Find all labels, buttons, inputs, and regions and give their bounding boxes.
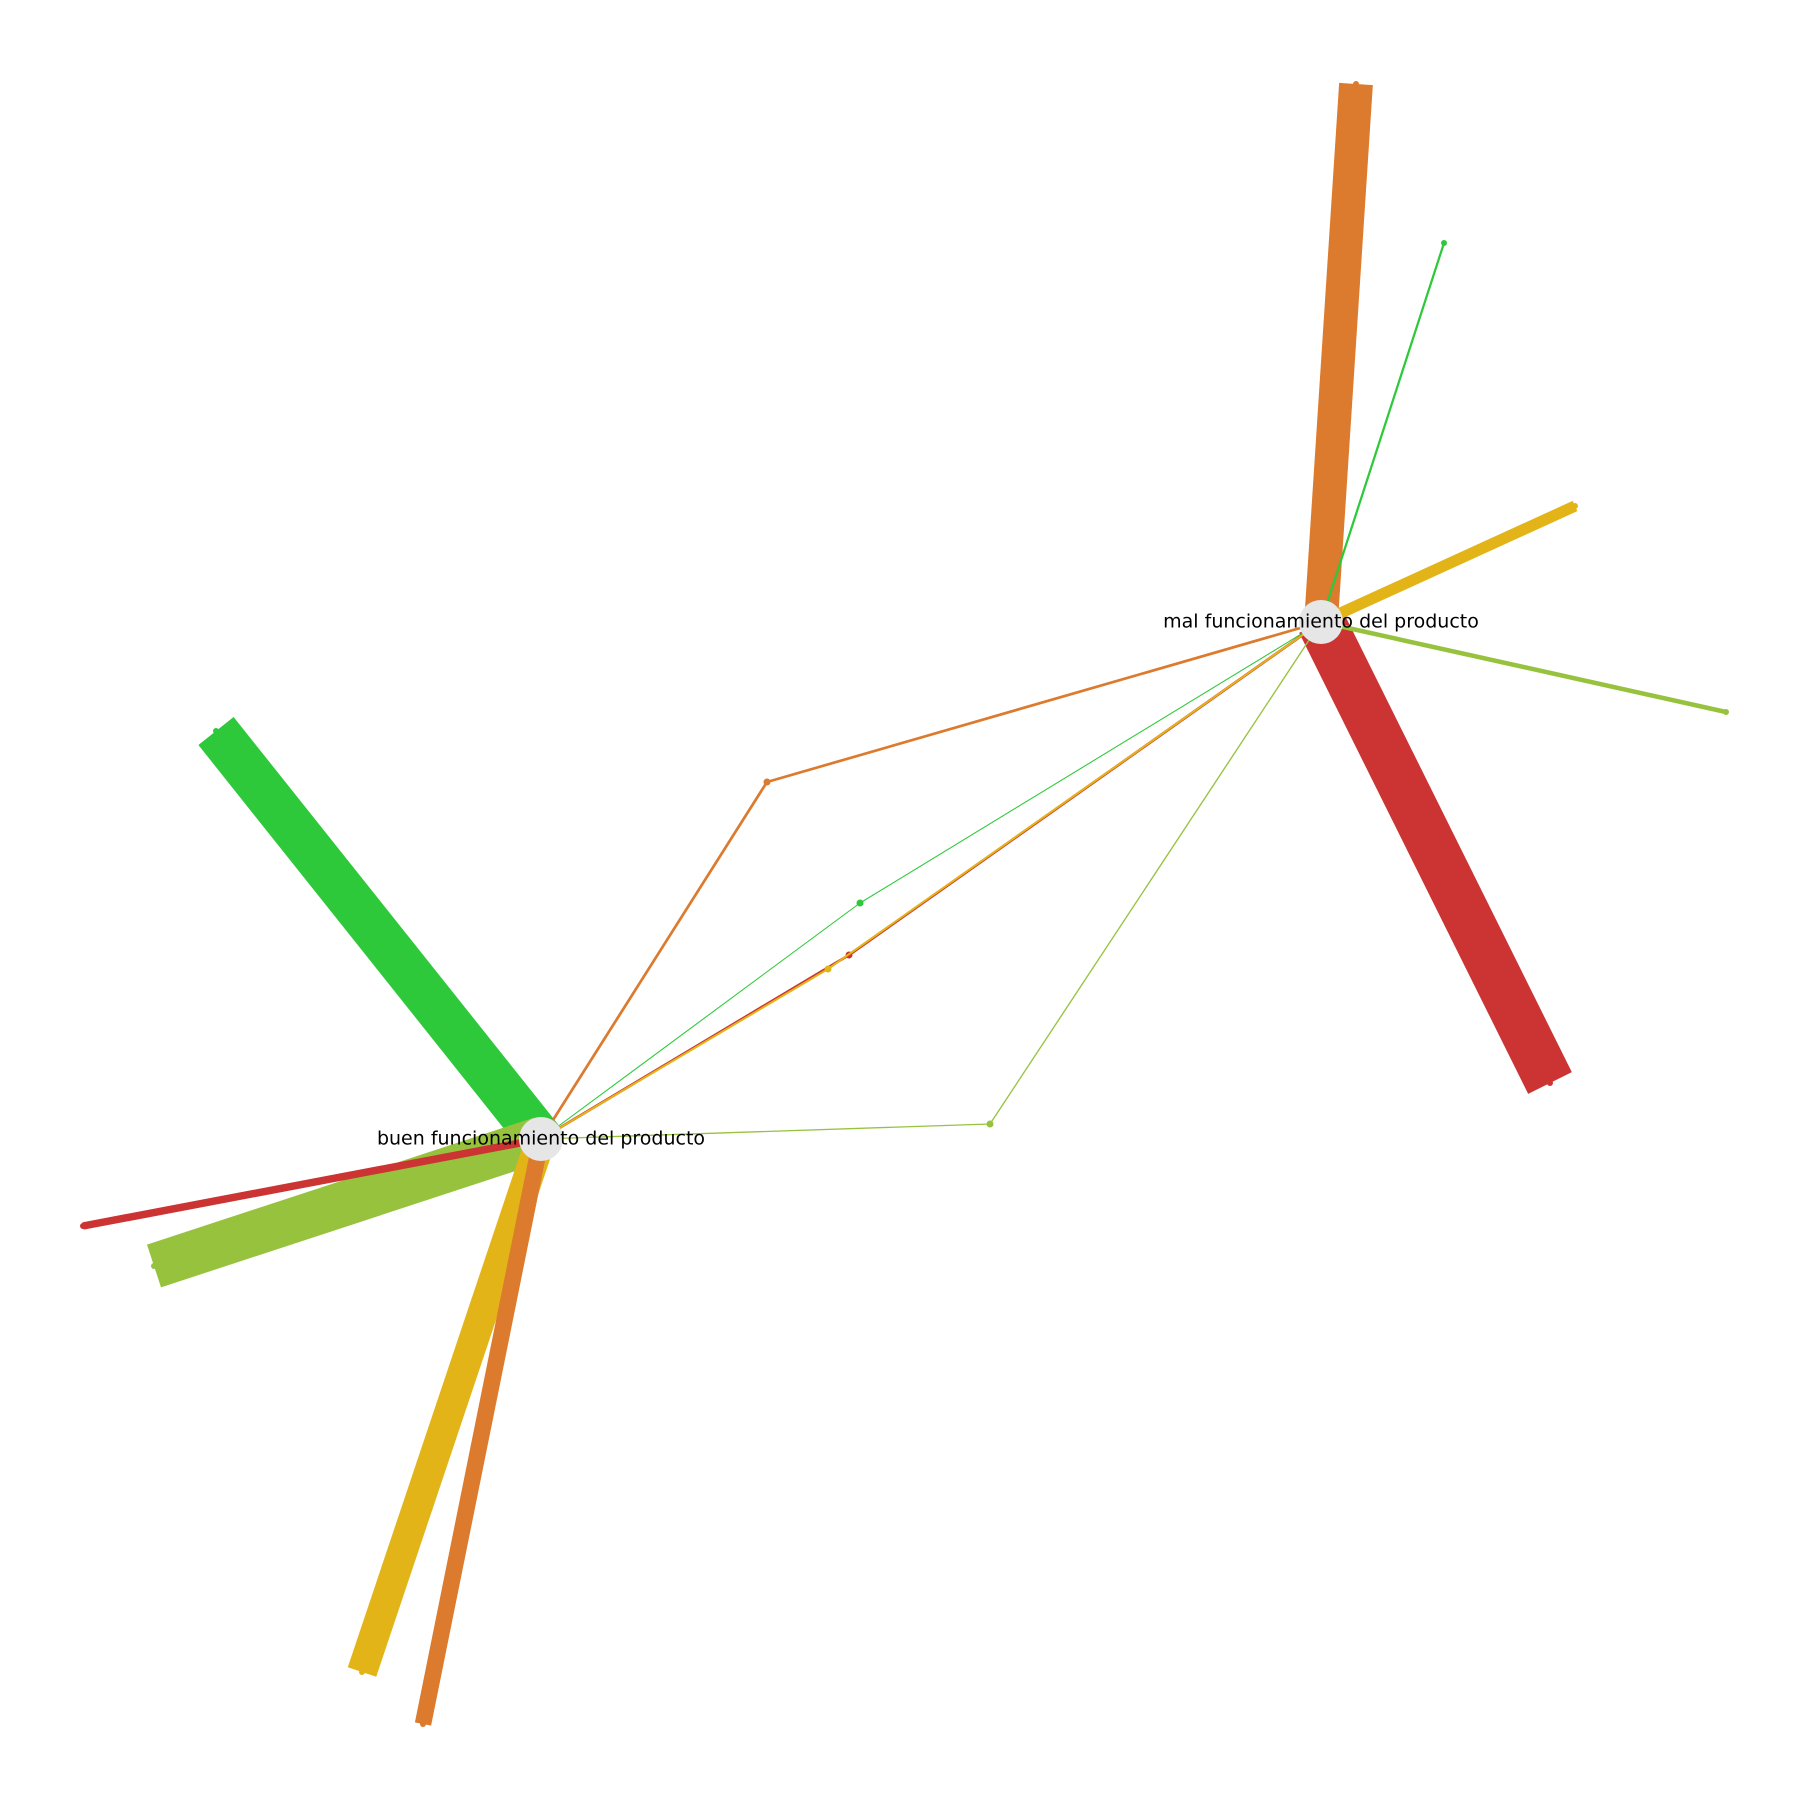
edge-bridge-buen-lime — [540, 1123, 991, 1140]
edge-bridge-mal-green — [859, 621, 1322, 904]
nodes-layer — [519, 600, 1343, 1161]
hub-node-buen-funcionamiento[interactable] — [519, 1117, 563, 1161]
edge-spoke-buen-red — [82, 1135, 542, 1230]
edge-bridge-buen-green — [540, 902, 861, 1140]
leaf-node-buen-red[interactable] — [80, 1223, 86, 1229]
leaf-node-buen-yellow[interactable] — [359, 1669, 365, 1675]
node-label-buen: buen funcionamiento del producto — [377, 1128, 705, 1150]
edge-spoke-buen-lime — [146, 1117, 549, 1288]
leaf-node-mal-orange[interactable] — [1353, 81, 1359, 87]
leaf-node-buen-green[interactable] — [213, 728, 219, 734]
leaf-node-mal-green[interactable] — [1441, 240, 1447, 246]
bridge-node-orange[interactable] — [763, 778, 771, 786]
bridge-node-lime[interactable] — [986, 1120, 994, 1128]
labels-layer: buen funcionamiento del producto mal fun… — [377, 611, 1479, 1150]
edge-spoke-mal-lime — [1320, 619, 1727, 715]
edge-spoke-buen-green — [198, 716, 559, 1154]
edge-spoke-mal-green — [1319, 242, 1446, 623]
edge-spoke-mal-yellow — [1318, 500, 1578, 628]
leaf-node-mal-lime[interactable] — [1723, 709, 1729, 715]
bridge-node-green[interactable] — [856, 899, 864, 907]
node-label-mal: mal funcionamiento del producto — [1163, 611, 1479, 633]
edges-layer — [80, 81, 1729, 1727]
hub-node-mal-funcionamiento[interactable] — [1299, 600, 1343, 644]
edge-spoke-mal-orange — [1304, 82, 1373, 624]
edge-spoke-buen-yellow — [347, 1134, 556, 1677]
edge-bridge-mal-yellow — [827, 621, 1322, 970]
edge-bridge-buen-yellow — [540, 968, 829, 1140]
leaf-node-mal-red[interactable] — [1547, 1080, 1553, 1086]
edge-spoke-mal-red — [1299, 611, 1572, 1094]
edge-bridge-mal-lime — [989, 621, 1322, 1125]
leaf-node-mal-yellow[interactable] — [1572, 503, 1578, 509]
edge-bridge-mal-orange — [766, 620, 1322, 784]
bridge-node-yellow[interactable] — [824, 965, 832, 973]
edge-bridge-buen-orange — [539, 781, 769, 1140]
leaf-node-buen-lime[interactable] — [151, 1263, 157, 1269]
leaf-node-buen-orange[interactable] — [420, 1721, 426, 1727]
edge-spoke-buen-orange — [414, 1137, 550, 1726]
